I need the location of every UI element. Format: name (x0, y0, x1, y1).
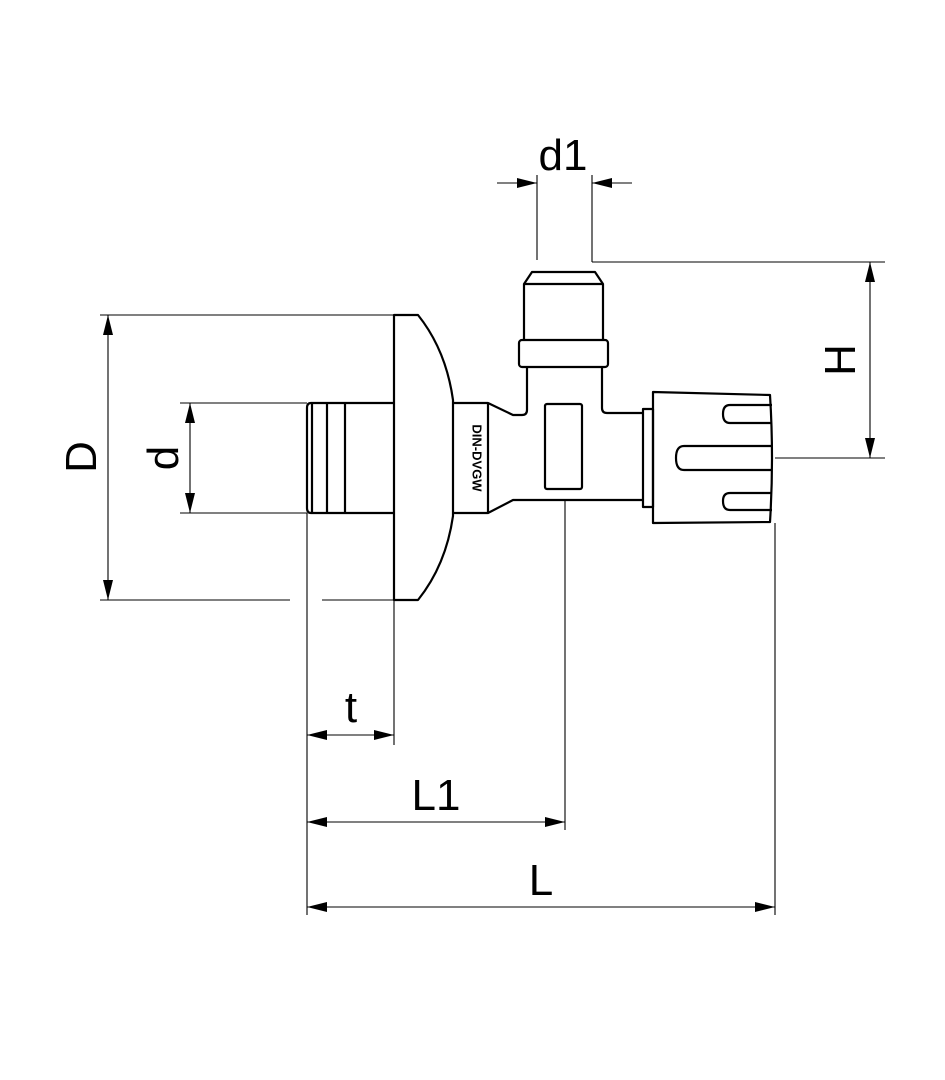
outlet-cap (522, 270, 605, 340)
dim-label-D: D (57, 441, 106, 473)
outlet-collar (517, 338, 610, 369)
body-marking: DIN-DVGW (470, 424, 485, 492)
body-window (543, 402, 584, 491)
dim-label-L: L (529, 856, 553, 905)
valve-outline: DIN-DVGW (305, 270, 774, 602)
handwheel-knob (651, 390, 774, 525)
dimension-lines: d1 H D d t L1 L (57, 131, 885, 915)
dim-label-d: d (139, 446, 188, 470)
rosette-flange (392, 313, 455, 602)
dim-label-H: H (816, 344, 865, 376)
spindle-nut (641, 407, 655, 509)
valve-body (453, 373, 643, 515)
inlet-thread (305, 401, 394, 515)
dim-label-L1: L1 (412, 771, 461, 820)
dim-label-t: t (345, 683, 357, 732)
dim-label-d1: d1 (539, 131, 588, 180)
